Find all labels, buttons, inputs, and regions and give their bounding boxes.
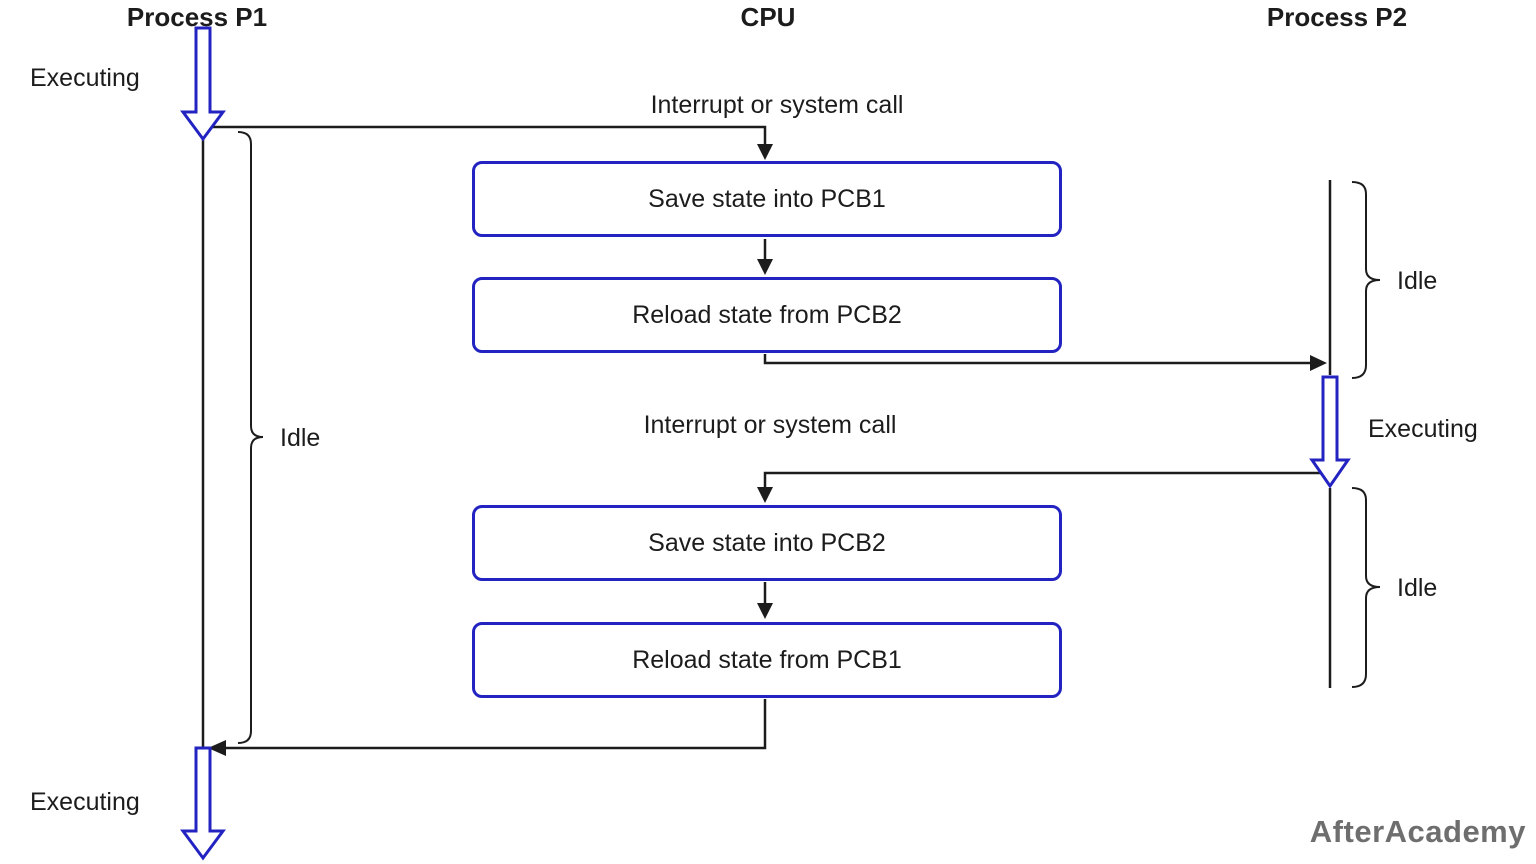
save-state-pcb2-box: Save state into PCB2 (472, 505, 1062, 581)
interrupt-line-2 (763, 471, 1322, 487)
save2-to-reload1-arrowhead (757, 603, 773, 619)
interrupt-arrowhead-1 (757, 144, 773, 160)
interrupt-label-bottom: Interrupt or system call (643, 411, 897, 439)
reload1-to-p1-line (226, 699, 767, 750)
p2-idle-top-label: Idle (1397, 267, 1438, 295)
afteracademy-watermark: AfterAcademy (1309, 814, 1526, 849)
p2-idle-bracket-top (1351, 181, 1381, 379)
column-title-process-p2: Process P2 (1266, 2, 1408, 32)
p1-idle-label: Idle (280, 424, 321, 452)
p1-executing-arrow-bottom (180, 746, 226, 861)
p2-idle-bottom-label: Idle (1397, 574, 1438, 602)
reload2-to-p2-arrowhead (1310, 355, 1327, 371)
p2-executing-arrow (1309, 375, 1351, 489)
p2-idle-bracket-bottom (1351, 487, 1381, 688)
save1-to-reload2-arrowhead (757, 259, 773, 275)
reload-state-pcb1-label: Reload state from PCB1 (632, 645, 902, 674)
save-state-pcb1-label: Save state into PCB1 (648, 184, 886, 213)
reload-state-pcb1-box: Reload state from PCB1 (472, 622, 1062, 698)
column-title-process-p1: Process P1 (126, 2, 268, 32)
reload1-to-p1-arrowhead (208, 740, 226, 756)
p1-executing-top-label: Executing (30, 64, 140, 92)
reload2-to-p2-line (763, 354, 1310, 365)
reload-state-pcb2-box: Reload state from PCB2 (472, 277, 1062, 353)
p2-executing-label: Executing (1368, 415, 1478, 443)
interrupt-label-top: Interrupt or system call (650, 91, 904, 119)
p1-executing-bottom-label: Executing (30, 788, 140, 816)
column-title-cpu: CPU (740, 2, 796, 32)
interrupt-line-1 (205, 125, 767, 144)
save-state-pcb1-box: Save state into PCB1 (472, 161, 1062, 237)
interrupt-arrowhead-2 (757, 487, 773, 503)
reload-state-pcb2-label: Reload state from PCB2 (632, 300, 902, 329)
p1-executing-arrow-top (180, 26, 226, 142)
save-state-pcb2-label: Save state into PCB2 (648, 528, 886, 557)
p1-idle-bracket (237, 131, 264, 744)
